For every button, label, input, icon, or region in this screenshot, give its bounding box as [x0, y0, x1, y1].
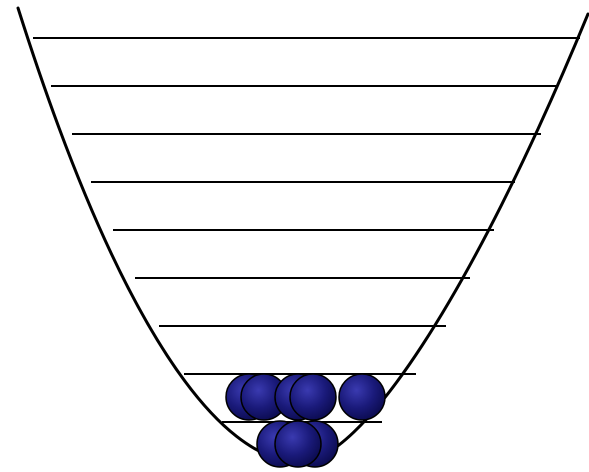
particle	[275, 421, 321, 467]
particle	[290, 374, 336, 420]
level-2-particles	[226, 374, 385, 420]
particle	[339, 374, 385, 420]
level-1-particles	[257, 421, 338, 467]
energy-levels	[33, 38, 580, 422]
